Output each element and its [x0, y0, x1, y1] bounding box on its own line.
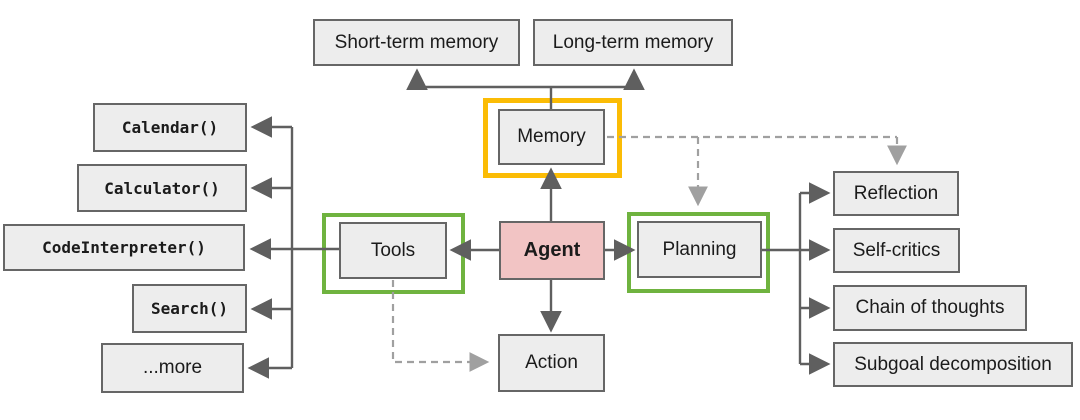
node-more-tools: ...more: [101, 343, 244, 393]
node-planning: Planning: [637, 221, 762, 278]
node-calendar: Calendar(): [93, 103, 247, 152]
node-label: ...more: [142, 357, 203, 378]
node-agent: Agent: [499, 221, 605, 280]
node-label: Tools: [370, 239, 416, 261]
node-label: Search(): [150, 299, 229, 318]
node-label: Calendar(): [121, 118, 219, 137]
node-code-interpreter: CodeInterpreter(): [3, 224, 245, 271]
node-chain-of-thoughts: Chain of thoughts: [833, 285, 1027, 331]
node-label: Calculator(): [104, 178, 220, 198]
node-action: Action: [498, 334, 605, 392]
node-short-term-memory: Short-term memory: [313, 19, 520, 66]
node-label: Chain of thoughts: [855, 297, 1005, 318]
node-label: Short-term memory: [334, 31, 499, 53]
node-label: Subgoal decomposition: [854, 353, 1052, 375]
node-self-critics: Self-critics: [833, 228, 960, 273]
node-label: Self-critics: [852, 239, 941, 261]
node-label: Planning: [662, 238, 737, 260]
node-search: Search(): [132, 284, 247, 333]
node-label: Agent: [523, 239, 581, 261]
node-label: Reflection: [853, 182, 939, 204]
node-long-term-memory: Long-term memory: [533, 19, 733, 66]
node-label: Memory: [517, 126, 586, 147]
node-label: CodeInterpreter(): [42, 238, 206, 257]
node-tools: Tools: [339, 222, 447, 279]
node-label: Action: [525, 352, 578, 373]
node-calculator: Calculator(): [77, 164, 247, 212]
node-label: Long-term memory: [552, 31, 714, 53]
node-memory: Memory: [498, 109, 605, 165]
node-subgoal-decomposition: Subgoal decomposition: [833, 342, 1073, 387]
node-reflection: Reflection: [833, 171, 959, 216]
